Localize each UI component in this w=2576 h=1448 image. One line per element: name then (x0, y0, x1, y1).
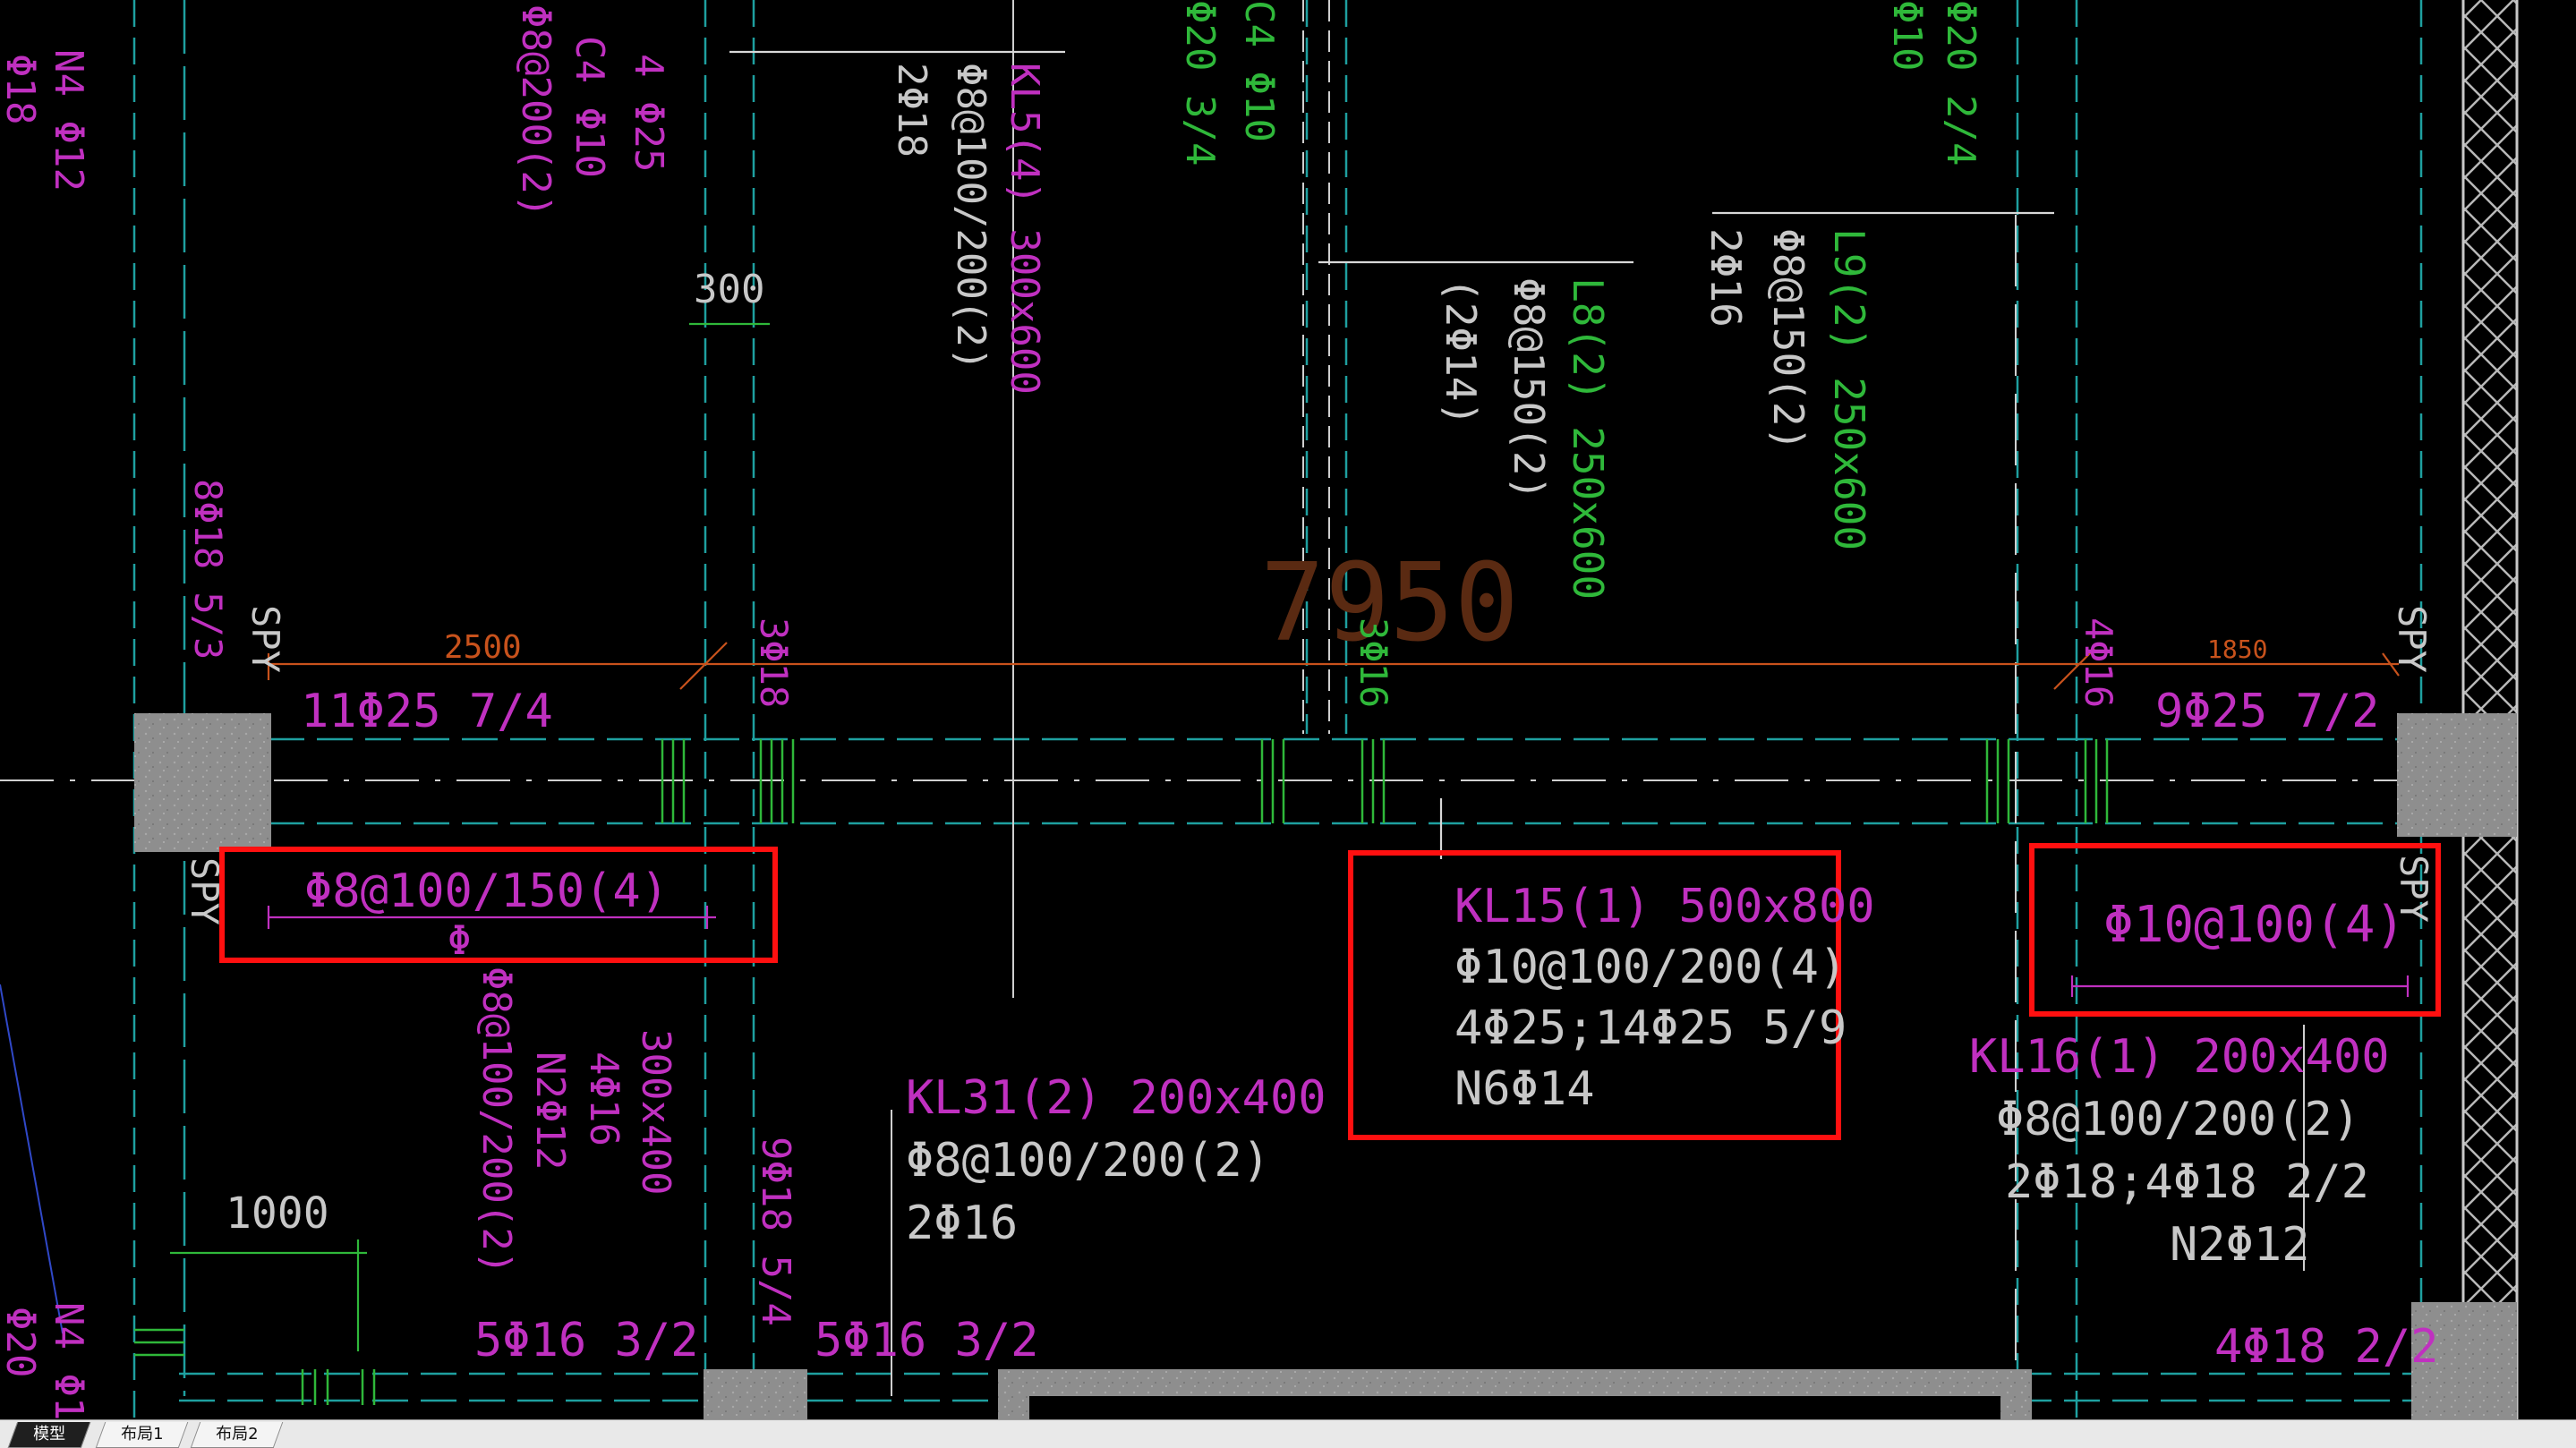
leader-lines (729, 50, 2054, 859)
label-n4-12: N4 Φ12 (46, 49, 91, 192)
l9-stirrup: Φ8@150(2) (1764, 228, 1813, 451)
l8-stirrup: Φ8@150(2) (1505, 277, 1553, 500)
dim-1000: 1000 (226, 1188, 329, 1239)
tab-layout-1[interactable]: 布局1 (95, 1422, 189, 1448)
column-bottom-left (704, 1369, 807, 1419)
label-four-16: 4Φ16 (581, 1052, 627, 1146)
tab-model[interactable]: 模型 (7, 1422, 91, 1448)
column-left (134, 713, 271, 852)
bottom-right-4-18: 4Φ18 2/2 (2214, 1320, 2438, 1374)
axis-lines (0, 0, 2417, 1396)
highlight-box-kl15: KL15(1) 500x800 Φ10@100/200(4) 4Φ25;14Φ2… (1348, 850, 1875, 1140)
bars-4-16: 4Φ16 (2077, 618, 2120, 708)
layout-tab-bar: 模型 布局1 布局2 (0, 1419, 2576, 1448)
hatched-wall (2461, 0, 2519, 1419)
bars-3-18: 3Φ18 (752, 618, 796, 708)
kl15-side: N6Φ14 (1454, 1062, 1595, 1116)
label-kl5-stirrup: Φ8@100/200(2) (948, 63, 994, 371)
tab-layout-2[interactable]: 布局2 (190, 1422, 284, 1448)
dimension-1000 (170, 322, 770, 1351)
kl16-stirrup: Φ8@100/200(2) (1996, 1093, 2360, 1146)
stirrup-ticks (134, 739, 2109, 1405)
spy-right-bottom: SPY (2392, 855, 2435, 923)
highlight-box-right: Φ10@100(4) (2029, 843, 2441, 1017)
rebar-lines (267, 906, 2410, 997)
big-dimension-7950: 7950 (1260, 541, 1519, 666)
kl16-top: 2Φ18;4Φ18 2/2 (2005, 1155, 2369, 1209)
bottom-left-5-16: 5Φ16 3/2 (474, 1314, 698, 1367)
kl31-title: KL31(2) 200x400 (906, 1071, 1326, 1125)
dimension-lines (267, 642, 2400, 690)
l8-top: (2Φ14) (1437, 277, 1485, 426)
column-right (2397, 713, 2517, 837)
label-c4-10-mid: C4 Φ10 (1236, 0, 1282, 142)
top-left-11-25: 11Φ25 7/4 (301, 685, 553, 738)
label-phi-mark: Φ (448, 918, 472, 964)
label-kl5-title: KL5(4) 300x600 (1002, 63, 1047, 395)
label-stirrup-vertical: Φ8@100/200(2) (473, 967, 519, 1274)
label-phi18-left: Φ18 (0, 54, 43, 124)
label-300x400: 300x400 (633, 1029, 678, 1195)
cad-drawing-canvas[interactable]: N4 Φ12 Φ18 Φ8@200(2) C4 Φ10 4 Φ25 KL5(4)… (0, 0, 2576, 1419)
highlight-box-left: Φ8@100/150(4) (219, 847, 778, 963)
label-c4-10-left: C4 Φ10 (567, 36, 612, 178)
kl16-side: N2Φ12 (2170, 1218, 2310, 1272)
columns (134, 713, 2517, 1419)
kl15-stirrup: Φ10@100/200(4) (1454, 941, 1847, 994)
dim-1850: 1850 (2207, 635, 2267, 664)
kl15-bottom: 4Φ25;14Φ25 5/9 (1454, 1001, 1847, 1055)
label-n2-12: N2Φ12 (527, 1052, 573, 1170)
box-left-stirrup: Φ8@100/150(4) (304, 865, 669, 918)
label-phi10-right: Φ10 (1884, 0, 1930, 71)
dim-2500: 2500 (444, 629, 522, 666)
label-dim-300: 300 (694, 267, 764, 312)
kl31-stirrup: Φ8@100/200(2) (906, 1134, 1270, 1188)
label-phi20-24: Φ20 2/4 (1938, 0, 1983, 166)
label-9-18: 9Φ18 5/4 (753, 1137, 798, 1326)
kl16-title: KL16(1) 200x400 (1969, 1030, 2390, 1084)
section-line (0, 984, 64, 1334)
bars-8-18: 8Φ18 5/3 (186, 479, 230, 660)
kl31-top: 2Φ16 (906, 1197, 1018, 1250)
label-n4-12-bottom: N4 Φ12 (46, 1302, 91, 1419)
l9-top: 2Φ16 (1702, 228, 1750, 328)
l8-title: L8(2) 250x600 (1564, 277, 1612, 600)
bottom-mid-5-16: 5Φ16 3/2 (815, 1314, 1038, 1367)
spy-right-top: SPY (2390, 605, 2434, 673)
label-phi20-34: Φ20 3/4 (1177, 0, 1223, 166)
cad-drawing[interactable]: N4 Φ12 Φ18 Φ8@200(2) C4 Φ10 4 Φ25 KL5(4)… (0, 0, 2576, 1419)
label-four-25: 4 Φ25 (626, 54, 671, 172)
kl15-title: KL15(1) 500x800 (1454, 880, 1875, 933)
column-bottom-right (2411, 1302, 2517, 1419)
label-kl5-top: 2Φ18 (889, 63, 934, 158)
bars-3-16: 3Φ16 (1352, 618, 1395, 708)
label-stirrup-200: Φ8@200(2) (513, 4, 559, 217)
l9-title: L9(2) 250x600 (1825, 228, 1873, 550)
spy-left-top: SPY (243, 605, 287, 673)
box-right-stirrup: Φ10@100(4) (2103, 896, 2405, 954)
label-phi20-bottom: Φ20 (0, 1307, 43, 1377)
top-right-9-25: 9Φ25 7/2 (2155, 685, 2379, 738)
spy-left-bottom: SPY (183, 857, 226, 925)
